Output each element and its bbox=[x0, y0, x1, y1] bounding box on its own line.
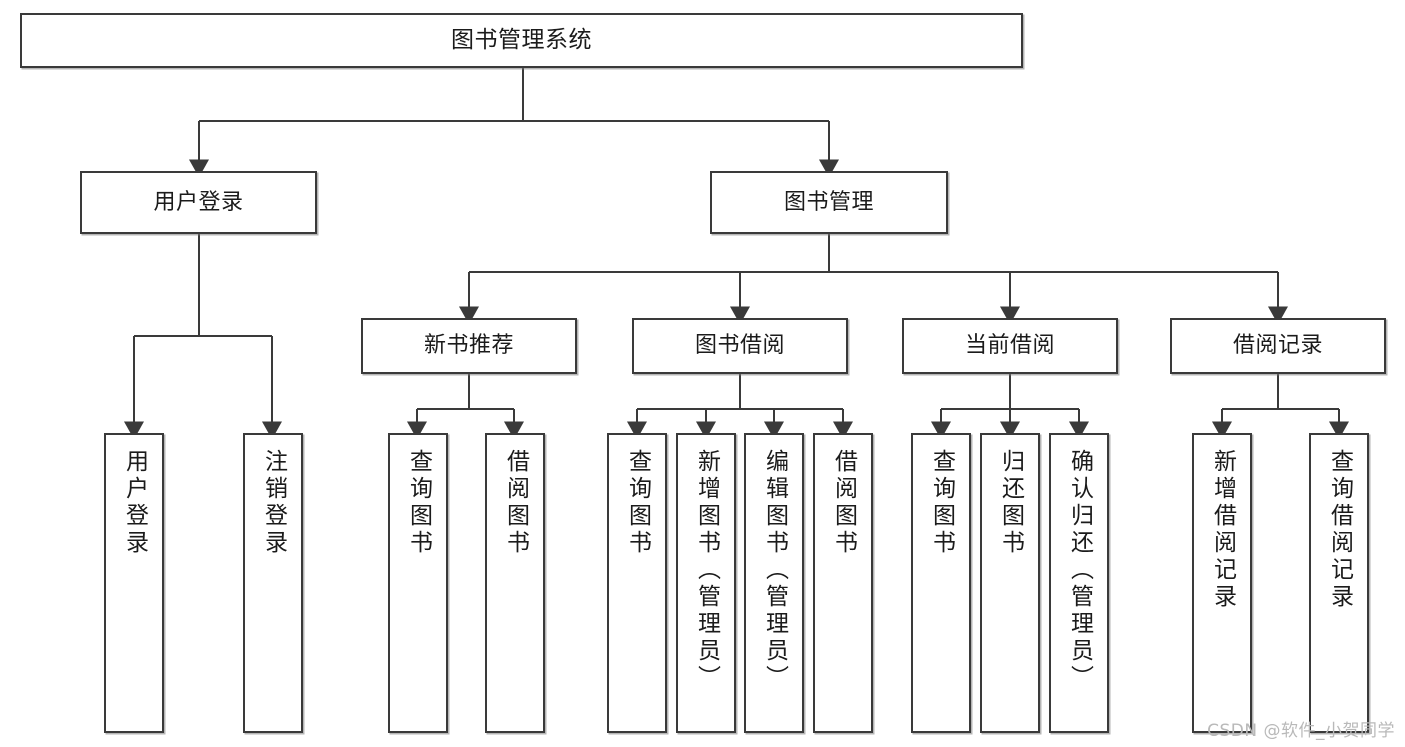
leaf-borrow-book-recommend[interactable]: 借阅图书 bbox=[485, 433, 545, 733]
node-label: 用户登录 bbox=[121, 449, 148, 557]
node-label: 注销登录 bbox=[260, 449, 287, 557]
leaf-confirm-return-admin[interactable]: 确认归还（管理员） bbox=[1049, 433, 1109, 733]
node-label: 当前借阅 bbox=[964, 333, 1055, 359]
node-label: 查询图书 bbox=[405, 449, 432, 557]
node-label: 归还图书 bbox=[997, 449, 1024, 557]
node-label: 确认归还（管理员） bbox=[1066, 449, 1093, 692]
leaf-borrow-book[interactable]: 借阅图书 bbox=[813, 433, 873, 733]
node-label: 借阅图书 bbox=[830, 449, 857, 557]
node-user-login[interactable]: 用户登录 bbox=[80, 171, 317, 234]
leaf-user-login[interactable]: 用户登录 bbox=[104, 433, 164, 733]
node-root-book-management-system[interactable]: 图书管理系统 bbox=[20, 13, 1023, 68]
node-label: 借阅记录 bbox=[1232, 333, 1323, 359]
leaf-return-book[interactable]: 归还图书 bbox=[980, 433, 1040, 733]
node-new-book-recommend[interactable]: 新书推荐 bbox=[361, 318, 577, 374]
node-label: 用户登录 bbox=[153, 189, 244, 215]
leaf-user-logout[interactable]: 注销登录 bbox=[243, 433, 303, 733]
node-label: 查询图书 bbox=[928, 449, 955, 557]
leaf-query-book-recommend[interactable]: 查询图书 bbox=[388, 433, 448, 733]
node-label: 查询图书 bbox=[624, 449, 651, 557]
leaf-add-borrow-record[interactable]: 新增借阅记录 bbox=[1192, 433, 1252, 733]
node-label: 新增借阅记录 bbox=[1209, 449, 1236, 611]
leaf-add-book-admin[interactable]: 新增图书（管理员） bbox=[676, 433, 736, 733]
node-label: 编辑图书（管理员） bbox=[761, 449, 788, 692]
node-book-borrow[interactable]: 图书借阅 bbox=[632, 318, 848, 374]
node-label: 新增图书（管理员） bbox=[693, 449, 720, 692]
node-label: 新书推荐 bbox=[423, 333, 514, 359]
node-label: 借阅图书 bbox=[502, 449, 529, 557]
watermark: CSDN @软件_小贺同学 bbox=[1207, 721, 1395, 741]
node-label: 图书管理 bbox=[783, 189, 874, 215]
leaf-edit-book-admin[interactable]: 编辑图书（管理员） bbox=[744, 433, 804, 733]
leaf-query-book-current[interactable]: 查询图书 bbox=[911, 433, 971, 733]
leaf-query-borrow-record[interactable]: 查询借阅记录 bbox=[1309, 433, 1369, 733]
node-book-management[interactable]: 图书管理 bbox=[710, 171, 948, 234]
leaf-query-book-borrow[interactable]: 查询图书 bbox=[607, 433, 667, 733]
node-label: 图书管理系统 bbox=[451, 26, 592, 53]
node-current-borrow[interactable]: 当前借阅 bbox=[902, 318, 1118, 374]
node-label: 图书借阅 bbox=[694, 333, 785, 359]
node-label: 查询借阅记录 bbox=[1326, 449, 1353, 611]
node-borrow-record[interactable]: 借阅记录 bbox=[1170, 318, 1386, 374]
